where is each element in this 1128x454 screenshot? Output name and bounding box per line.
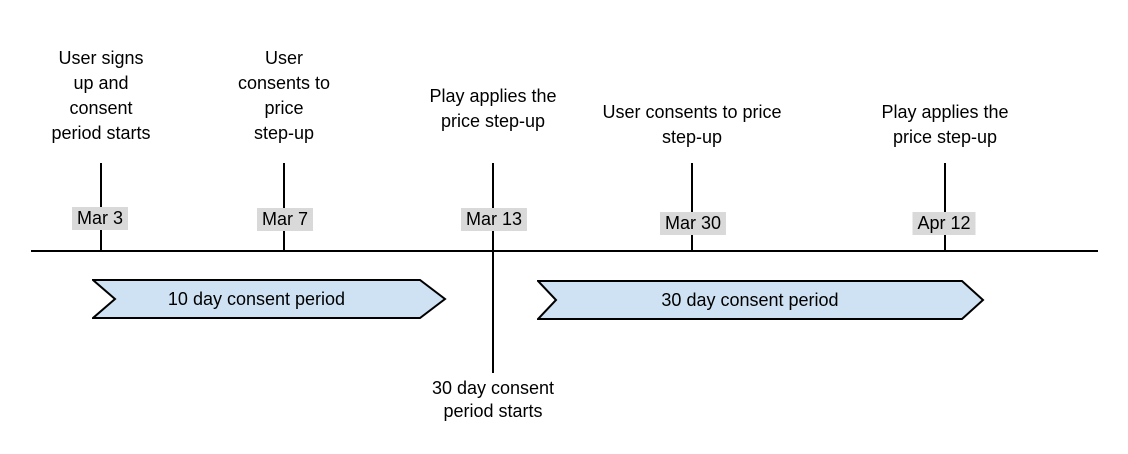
period-arrow-30day-shape bbox=[537, 280, 985, 320]
tick-mar7 bbox=[283, 163, 285, 251]
tick-apr12 bbox=[944, 163, 946, 251]
tick-mar13-extended bbox=[492, 163, 494, 373]
date-chip-apr12: Apr 12 bbox=[912, 212, 976, 235]
date-chip-mar3: Mar 3 bbox=[71, 207, 129, 230]
date-chip-mar13: Mar 13 bbox=[460, 208, 528, 231]
date-chip-mar7: Mar 7 bbox=[256, 208, 314, 231]
event-label-mar7: User consents to price step-up bbox=[237, 48, 331, 143]
timeline-axis bbox=[31, 250, 1098, 252]
event-label-apr12: Play applies the price step-up bbox=[881, 102, 1009, 147]
period-label-10day: 10 day consent period bbox=[167, 288, 346, 309]
date-chip-mar30: Mar 30 bbox=[659, 212, 727, 235]
annotation-30day-period-starts: 30 day consent period starts bbox=[431, 378, 555, 421]
period-arrow-30day bbox=[537, 280, 985, 320]
period-arrow-10day-shape bbox=[92, 279, 447, 319]
event-label-mar30: User consents to price step-up bbox=[602, 102, 782, 147]
event-label-mar13: Play applies the price step-up bbox=[429, 86, 557, 131]
tick-mar30 bbox=[691, 163, 693, 251]
event-label-mar3: User signs up and consent period starts bbox=[51, 48, 151, 143]
period-label-30day: 30 day consent period bbox=[661, 289, 839, 310]
period-arrow-10day bbox=[92, 279, 447, 319]
